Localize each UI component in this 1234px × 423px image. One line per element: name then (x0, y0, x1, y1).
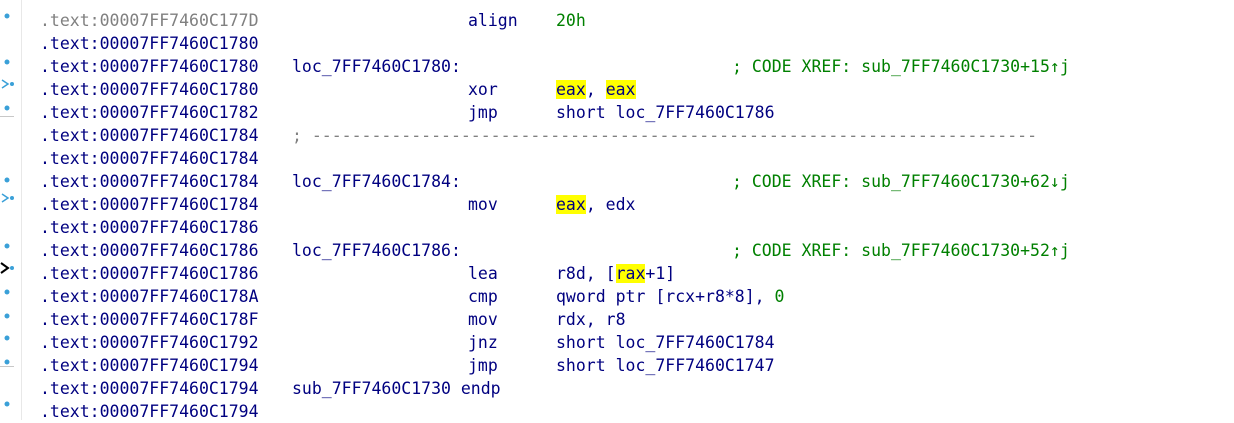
operand-token[interactable]: qword ptr [rcx+r8*8], (556, 287, 775, 306)
instruction-operands[interactable]: short loc_7FF7460C1786 (556, 101, 775, 124)
listing-line[interactable]: .text:00007FF7460C177D align 20h (40, 9, 1234, 32)
gutter-dot-icon (4, 177, 10, 183)
code-gutter[interactable] (0, 0, 22, 420)
listing-line[interactable]: .text:00007FF7460C1792 jnz short loc_7FF74… (40, 331, 1234, 354)
gutter-separator-tick (0, 116, 14, 117)
listing-line[interactable]: .text:00007FF7460C178A cmp qword ptr [rcx+… (40, 285, 1234, 308)
listing-line[interactable]: .text:00007FF7460C1780 xor eax, eax (40, 78, 1234, 101)
listing-line[interactable]: .text:00007FF7460C1780 (40, 32, 1234, 55)
listing-line[interactable]: .text:00007FF7460C1784 loc_7FF7460C1784:;… (40, 170, 1234, 193)
listing-line[interactable]: .text:00007FF7460C1794 jmp short loc_7FF74… (40, 354, 1234, 377)
gutter-current-arrow-icon (0, 262, 14, 274)
listing-line[interactable]: .text:00007FF7460C1782 jmp short loc_7FF74… (40, 101, 1234, 124)
line-address[interactable]: .text:00007FF7460C1786 (40, 241, 259, 260)
code-label[interactable]: loc_7FF7460C1786: (292, 241, 461, 260)
line-address[interactable]: .text:00007FF7460C1784 (40, 126, 259, 145)
line-address[interactable]: .text:00007FF7460C1794 (40, 402, 259, 421)
highlighted-register[interactable]: eax (556, 195, 586, 214)
line-address[interactable]: .text:00007FF7460C1794 (40, 356, 259, 375)
listing-line[interactable]: .text:00007FF7460C1786 loc_7FF7460C1786:;… (40, 239, 1234, 262)
instruction-operands[interactable]: qword ptr [rcx+r8*8], 0 (556, 285, 784, 308)
highlighted-register[interactable]: rax (615, 264, 646, 283)
operand-token[interactable]: , edx (585, 195, 636, 214)
operand-token[interactable]: short loc_7FF7460C1784 (556, 333, 775, 352)
gutter-dot-icon (4, 243, 10, 249)
listing-line[interactable]: .text:00007FF7460C1786 lea r8d, [rax+1] (40, 262, 1234, 285)
gutter-dot-icon (4, 359, 10, 365)
highlighted-register[interactable]: eax (556, 80, 586, 99)
instruction-operands[interactable]: 20h (556, 9, 586, 32)
instruction-mnemonic[interactable]: xor (468, 80, 498, 99)
code-label[interactable]: loc_7FF7460C1780: (292, 57, 461, 76)
gutter-arrow-icon (1, 193, 14, 203)
listing-line[interactable]: .text:00007FF7460C1784 (40, 147, 1234, 170)
operand-token[interactable]: rdx, r8 (556, 310, 626, 329)
line-address[interactable]: .text:00007FF7460C1786 (40, 218, 259, 237)
operand-token[interactable]: short loc_7FF7460C1747 (556, 356, 775, 375)
line-address[interactable]: .text:00007FF7460C1792 (40, 333, 259, 352)
listing-line[interactable]: .text:00007FF7460C1794 sub_7FF7460C1730 e… (40, 377, 1234, 400)
instruction-mnemonic[interactable]: cmp (468, 287, 498, 306)
gutter-dot-icon (4, 401, 10, 407)
instruction-mnemonic[interactable]: mov (468, 195, 498, 214)
gutter-dot-icon (4, 289, 10, 295)
operand-token[interactable]: 0 (774, 287, 785, 306)
instruction-operands[interactable]: eax, eax (556, 78, 636, 101)
listing-line[interactable]: .text:00007FF7460C1784 mov eax, edx (40, 193, 1234, 216)
instruction-operands[interactable]: rdx, r8 (556, 308, 626, 331)
gutter-dot-icon (4, 335, 10, 341)
instruction-mnemonic[interactable]: align (468, 11, 518, 30)
gutter-dot-icon (4, 59, 10, 65)
line-address[interactable]: .text:00007FF7460C178A (40, 287, 259, 306)
highlighted-register[interactable]: eax (605, 80, 636, 99)
line-address[interactable]: .text:00007FF7460C1784 (40, 172, 259, 191)
listing-line[interactable]: .text:00007FF7460C1794 (40, 400, 1234, 423)
listing-line[interactable]: .text:00007FF7460C1786 (40, 216, 1234, 239)
line-address[interactable]: .text:00007FF7460C1780 (40, 57, 259, 76)
gutter-separator-tick (0, 366, 14, 367)
listing-line[interactable]: .text:00007FF7460C178F mov rdx, r8 (40, 308, 1234, 331)
line-address[interactable]: .text:00007FF7460C178F (40, 310, 259, 329)
code-label[interactable]: loc_7FF7460C1784: (292, 172, 461, 191)
operand-token[interactable]: +1] (645, 264, 676, 283)
line-address[interactable]: .text:00007FF7460C1794 (40, 379, 259, 398)
line-address[interactable]: .text:00007FF7460C1780 (40, 80, 259, 99)
instruction-mnemonic[interactable]: mov (468, 310, 498, 329)
line-address[interactable]: .text:00007FF7460C1780 (40, 34, 259, 53)
gutter-dot-icon (4, 313, 10, 319)
xref-comment[interactable]: ; CODE XREF: sub_7FF7460C1730+52↑j (732, 241, 1070, 260)
gutter-divider (21, 0, 22, 420)
instruction-operands[interactable]: eax, edx (556, 193, 635, 216)
gutter-arrow-icon (1, 79, 14, 89)
gutter-dot-icon (4, 105, 10, 111)
gutter-dot-icon (4, 13, 10, 19)
listing-line[interactable]: .text:00007FF7460C1780 loc_7FF7460C1780:;… (40, 55, 1234, 78)
line-address[interactable]: .text:00007FF7460C1784 (40, 195, 259, 214)
listing-line[interactable]: .text:00007FF7460C1784 ; ----------------… (40, 124, 1234, 147)
instruction-mnemonic[interactable]: lea (468, 264, 498, 283)
operand-token[interactable]: , (585, 80, 606, 99)
operand-token[interactable]: 20h (556, 11, 586, 30)
code-label[interactable]: sub_7FF7460C1730 endp (292, 379, 501, 398)
instruction-mnemonic[interactable]: jmp (468, 356, 498, 375)
line-address[interactable]: .text:00007FF7460C1782 (40, 103, 259, 122)
operand-token[interactable]: r8d, [ (556, 264, 616, 283)
line-address[interactable]: .text:00007FF7460C1784 (40, 149, 259, 168)
instruction-operands[interactable]: short loc_7FF7460C1784 (556, 331, 775, 354)
line-address[interactable]: .text:00007FF7460C1786 (40, 264, 259, 283)
instruction-operands[interactable]: r8d, [rax+1] (556, 262, 675, 285)
instruction-mnemonic[interactable]: jmp (468, 103, 498, 122)
section-separator: ; --------------------------------------… (292, 126, 1038, 145)
xref-comment[interactable]: ; CODE XREF: sub_7FF7460C1730+15↑j (732, 57, 1070, 76)
instruction-mnemonic[interactable]: jnz (468, 333, 498, 352)
operand-token[interactable]: short loc_7FF7460C1786 (556, 103, 775, 122)
xref-comment[interactable]: ; CODE XREF: sub_7FF7460C1730+62↓j (732, 172, 1070, 191)
line-address[interactable]: .text:00007FF7460C177D (40, 11, 259, 30)
instruction-operands[interactable]: short loc_7FF7460C1747 (556, 354, 775, 377)
